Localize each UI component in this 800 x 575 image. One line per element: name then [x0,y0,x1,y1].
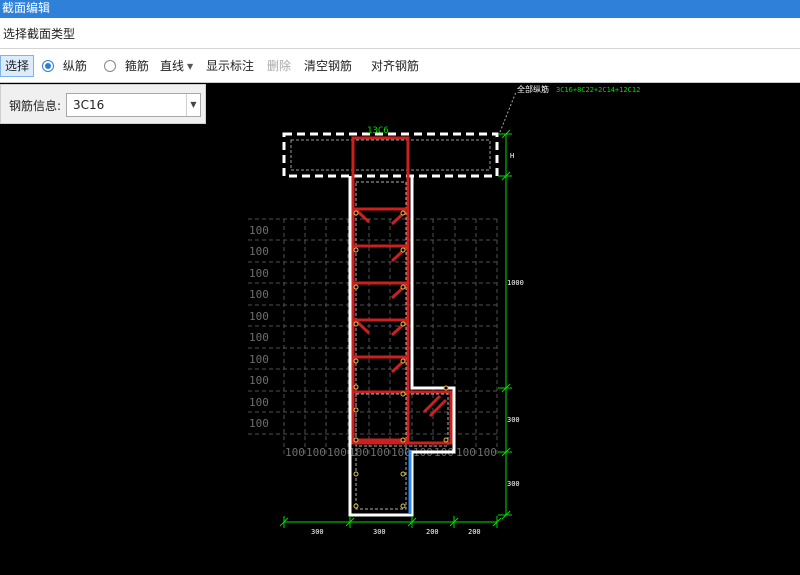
grid-y-label: 100 [249,310,269,323]
bottom-dimension-labels: 300 300 200 200 [311,528,481,536]
dimension-label: 200 [426,528,439,536]
dimension-label: 1000 [507,279,524,287]
section-type-bar[interactable]: 选择截面类型 [0,18,800,49]
section-type-label[interactable]: 选择截面类型 [3,27,76,41]
section-outline[interactable] [348,176,456,517]
grid-x-label: 100 [327,446,347,459]
top-dimension-label: H [510,152,514,160]
grid-x-label: 100 [477,446,497,459]
radio-checked-icon[interactable] [42,60,54,72]
bottom-dimension-line [279,516,502,528]
line-dropdown-button[interactable]: 直线▼ [160,56,193,76]
show-annotation-button[interactable]: 显示标注 [206,59,255,73]
right-dimension-labels: H 1000 300 300 [507,152,524,488]
window-title-bar: 截面编辑 [0,0,800,18]
grid-x-label: 100 [306,446,326,459]
rebar-points[interactable] [353,210,449,509]
grid-y-label: 100 [249,245,269,258]
rebar-info-label: 钢筋信息: [9,99,62,113]
rebar-info-panel: 钢筋信息: 3C16 ▼ [0,84,206,124]
grid-y-label: 100 [249,267,269,280]
grid-x-label: 100 [456,446,476,459]
grid-y-label: 100 [249,417,269,430]
stirrup-radio[interactable]: 箍筋 [104,56,149,76]
grid-y-label: 100 [249,288,269,301]
grid-x-label: 100 [285,446,305,459]
grid-y-label: 100 [249,224,269,237]
grid-y-label: 100 [249,353,269,366]
stirrup-label: 箍筋 [124,59,149,73]
window-title: 截面编辑 [2,1,51,15]
dimension-label: 300 [373,528,386,536]
clear-rebar-button[interactable]: 清空钢筋 [304,59,353,73]
flange-outline[interactable] [282,132,499,178]
right-dimension-line [498,129,512,520]
grid-x-labels: 100 100 100 100 100 100 100 100 100 100 [285,446,497,459]
dimension-label: 300 [507,416,520,424]
longitudinal-label: 纵筋 [62,59,87,73]
grid-x-label: 100 [349,446,369,459]
dimension-label: 200 [468,528,481,536]
cover-lines [355,181,449,510]
grid-y-label: 100 [249,331,269,344]
grid-x-label: 100 [370,446,390,459]
all-rebar-label[interactable]: 全部纵筋 [517,84,549,94]
select-button[interactable]: 选择 [0,55,34,77]
align-rebar-button[interactable]: 对齐钢筋 [371,59,420,73]
longitudinal-radio[interactable]: 纵筋 [42,56,87,76]
grid-x-label: 100 [391,446,411,459]
flange-cover-line [290,139,491,171]
grid-y-label: 100 [249,396,269,409]
delete-button[interactable]: 删除 [267,59,292,73]
top-rebar-label[interactable]: 13C6 [367,126,389,136]
background-grid [248,218,498,455]
dimension-label: 300 [311,528,324,536]
grid-y-labels: 100 100 100 100 100 100 100 100 100 100 [249,224,269,430]
line-label: 直线 [160,59,185,73]
stirrups[interactable] [351,136,453,445]
rebar-info-value[interactable]: 3C16 [73,98,105,112]
chevron-down-icon[interactable]: ▼ [186,94,200,116]
grid-y-label: 100 [249,374,269,387]
radio-unchecked-icon[interactable] [104,60,116,72]
drawing-canvas[interactable]: 100 100 100 100 100 100 100 100 100 100 … [0,84,800,575]
toolbar: 选择 纵筋 箍筋 直线▼ 显示标注 删除 清空钢筋 对齐钢筋 [0,49,800,83]
dimension-label: 300 [507,480,520,488]
all-rebar-value[interactable]: 3C16+8C22+2C14+12C12 [556,86,640,94]
chevron-down-icon: ▼ [187,62,194,71]
rebar-info-select[interactable]: 3C16 ▼ [66,93,201,117]
annotation-leader-line [499,91,517,133]
